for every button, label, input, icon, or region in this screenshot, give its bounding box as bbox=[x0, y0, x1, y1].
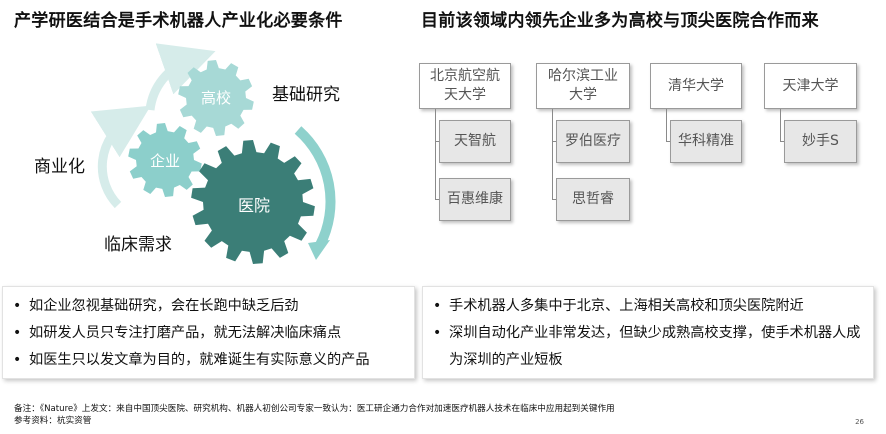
bullet-item: 如企业忽视基础研究，会在长跑中缺乏后劲 bbox=[11, 293, 406, 320]
collaboration-gear-diagram: 高校 企业 医院 基础研究 商业化 临床需求 bbox=[0, 40, 420, 280]
label-basic-research: 基础研究 bbox=[272, 85, 340, 105]
bullet-item: 手术机器人多集中于北京、上海相关高校和顶尖医院附近 bbox=[431, 293, 865, 320]
cycle-arrow-left bbox=[90, 105, 151, 209]
bullet-item: 如医生只以发文章为目的，就难诞生有实际意义的产品 bbox=[11, 347, 406, 374]
cycle-arrow-top bbox=[145, 43, 216, 111]
gear-label-enterprise: 企业 bbox=[149, 152, 180, 170]
label-commercialization: 商业化 bbox=[34, 157, 85, 177]
gear-label-hospital: 医院 bbox=[237, 196, 270, 215]
gear-shape bbox=[191, 140, 315, 264]
company-node: 罗伯医疗 bbox=[556, 120, 630, 163]
right-bullet-box: 手术机器人多集中于北京、上海相关高校和顶尖医院附近 深圳自动化产业非常发达，但缺… bbox=[422, 286, 874, 379]
university-node: 北京航空航天大学 bbox=[419, 63, 511, 109]
company-node: 妙手S bbox=[784, 120, 857, 163]
university-node: 天津大学 bbox=[764, 63, 857, 109]
right-title: 目前该领域内领先企业多为高校与顶尖医院合作而来 bbox=[421, 11, 819, 31]
bullet-item: 深圳自动化产业非常发达，但缺少成熟高校支撑，使手术机器人成为深圳的产业短板 bbox=[431, 320, 865, 374]
gear-shape bbox=[128, 123, 202, 197]
company-node: 百惠维康 bbox=[439, 178, 511, 221]
gear-graphic bbox=[90, 43, 336, 264]
footer-reference: 参考资料：杭实资管 bbox=[14, 416, 92, 426]
university-node: 哈尔滨工业大学 bbox=[536, 63, 630, 109]
label-clinical-demand: 临床需求 bbox=[104, 235, 172, 255]
gear-label-university: 高校 bbox=[200, 89, 231, 107]
left-bullet-box: 如企业忽视基础研究，会在长跑中缺乏后劲 如研发人员只专注打磨产品，就无法解决临床… bbox=[2, 286, 415, 379]
university-node: 清华大学 bbox=[650, 63, 742, 109]
footer-note: 备注：《Nature》上发文：来自中国顶尖医院、研究机构、机器人初创公司专家一致… bbox=[14, 404, 615, 414]
company-node: 华科精准 bbox=[670, 120, 742, 163]
cycle-arrow-right-head bbox=[308, 240, 330, 260]
company-node: 天智航 bbox=[439, 120, 511, 163]
bullet-item: 如研发人员只专注打磨产品，就无法解决临床痛点 bbox=[11, 320, 406, 347]
right-bullet-list: 手术机器人多集中于北京、上海相关高校和顶尖医院附近 深圳自动化产业非常发达，但缺… bbox=[431, 293, 865, 374]
gear-shape bbox=[178, 60, 254, 136]
left-bullet-list: 如企业忽视基础研究，会在长跑中缺乏后劲 如研发人员只专注打磨产品，就无法解决临床… bbox=[11, 293, 406, 374]
company-node: 思哲睿 bbox=[556, 178, 630, 221]
enterprise-gear bbox=[128, 123, 202, 197]
hospital-gear bbox=[191, 140, 315, 264]
cycle-arrow-right bbox=[294, 126, 336, 248]
page-number: 26 bbox=[855, 418, 864, 426]
left-title: 产学研医结合是手术机器人产业化必要条件 bbox=[14, 11, 343, 31]
university-gear bbox=[178, 60, 254, 136]
